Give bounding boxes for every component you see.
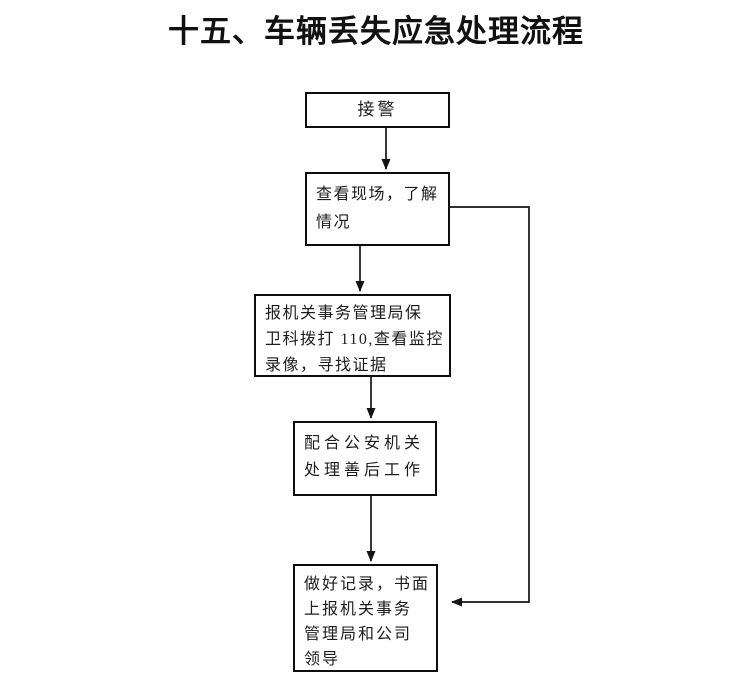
flow-node-inspect-scene: 查看现场，了解 情况 (305, 172, 450, 246)
flow-node-record-report: 做好记录，书面 上报机关事务 管理局和公司 领导 (293, 564, 438, 672)
arrow-inspect-to-record-bypass (450, 206, 530, 607)
flow-node-report-security: 报机关事务管理局保 卫科拨打 110,查看监控 录像，寻找证据 (254, 294, 451, 377)
flow-node-assist-police: 配合公安机关 处理善后工作 (293, 421, 437, 496)
page-title: 十五、车辆丢失应急处理流程 (168, 14, 584, 49)
flow-node-receive-alarm: 接警 (305, 92, 450, 128)
